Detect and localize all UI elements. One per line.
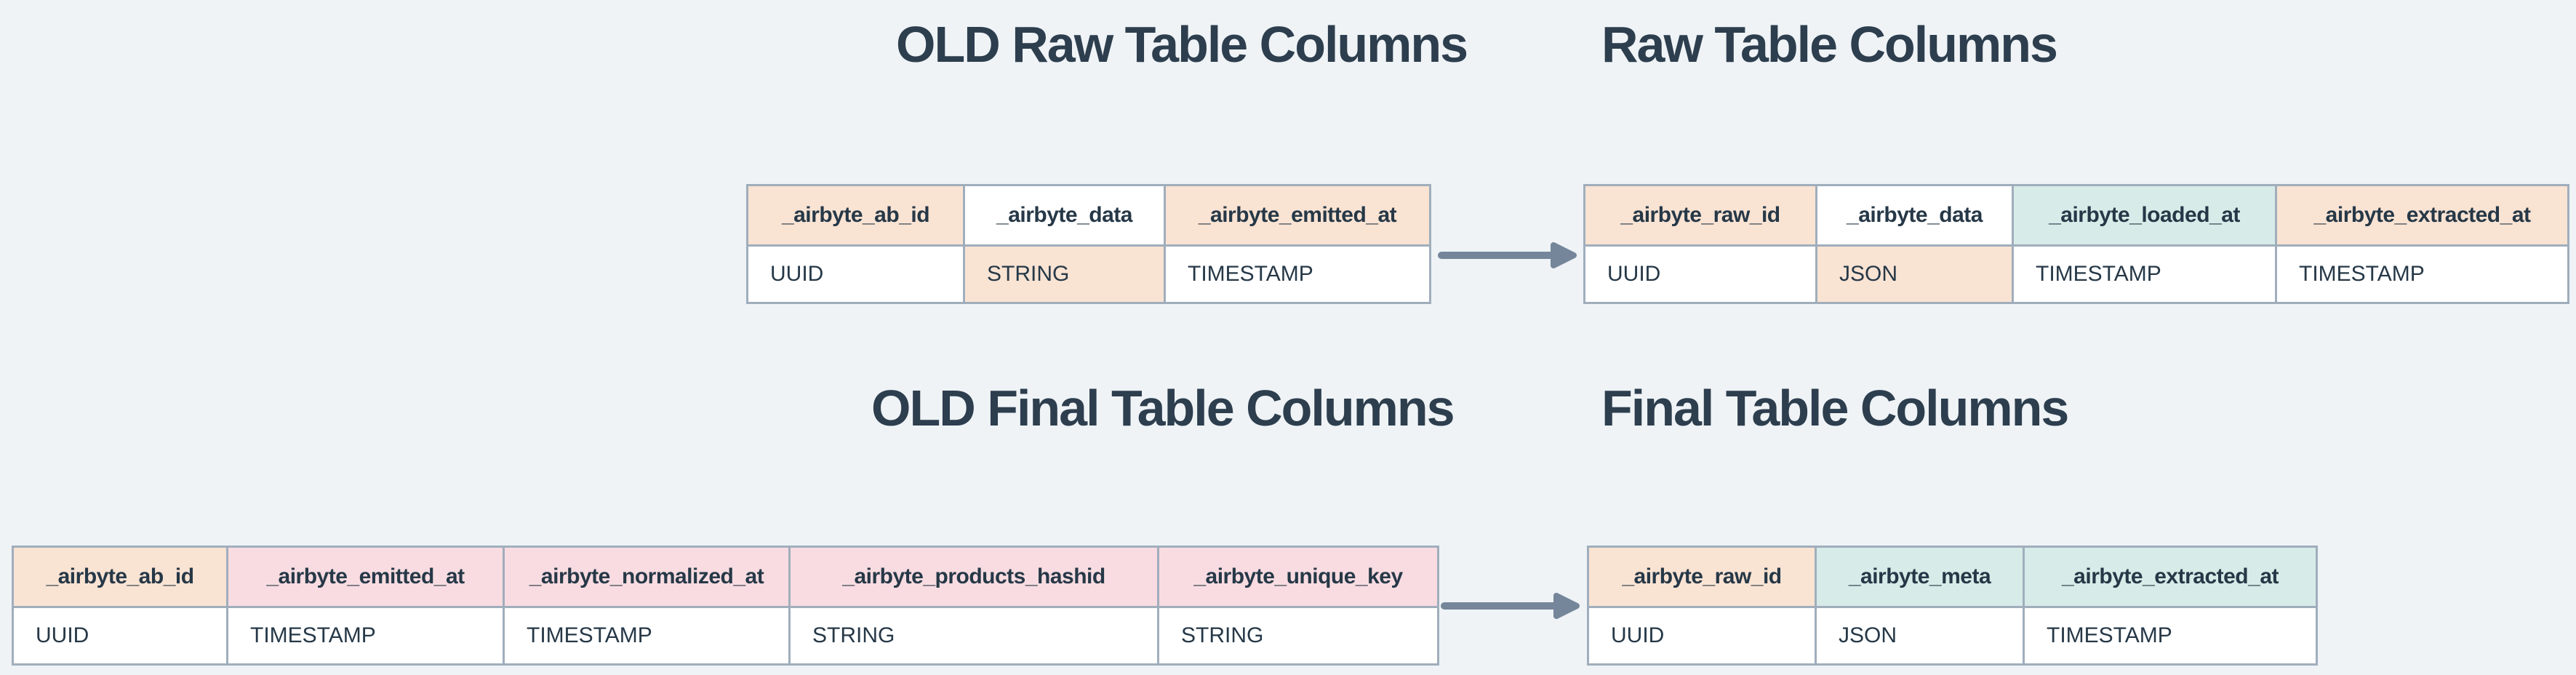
column-type: TIMESTAMP	[2012, 244, 2277, 304]
column-header: _airbyte_products_hashid	[788, 546, 1159, 608]
raw-header-row: _airbyte_raw_id _airbyte_data _airbyte_l…	[1583, 184, 2569, 247]
raw-table-heading: Raw Table Columns	[1601, 16, 2058, 73]
final-table-heading: Final Table Columns	[1601, 380, 2069, 436]
column-type: STRING	[1157, 606, 1439, 666]
column-type: UUID	[12, 606, 228, 666]
arrow-right-icon	[1438, 242, 1577, 268]
column-header: _airbyte_emitted_at	[1164, 184, 1431, 247]
column-header: _airbyte_data	[963, 184, 1166, 247]
old-final-type-row: UUID TIMESTAMP TIMESTAMP STRING STRING	[12, 606, 1439, 666]
old-final-table: _airbyte_ab_id _airbyte_emitted_at _airb…	[12, 546, 1439, 666]
column-header: _airbyte_emitted_at	[226, 546, 505, 608]
column-type: TIMESTAMP	[226, 606, 505, 666]
column-type: UUID	[1587, 606, 1817, 666]
raw-type-row: UUID JSON TIMESTAMP TIMESTAMP	[1583, 244, 2569, 304]
old-final-table-heading: OLD Final Table Columns	[871, 380, 1455, 436]
arrow-right-icon	[1441, 593, 1580, 619]
old-raw-header-row: _airbyte_ab_id _airbyte_data _airbyte_em…	[746, 184, 1431, 247]
old-raw-table-heading: OLD Raw Table Columns	[896, 16, 1468, 73]
raw-table: _airbyte_raw_id _airbyte_data _airbyte_l…	[1583, 184, 2569, 304]
column-header: _airbyte_data	[1815, 184, 2014, 247]
column-header: _airbyte_extracted_at	[2023, 546, 2318, 608]
column-header: _airbyte_meta	[1815, 546, 2025, 608]
column-header: _airbyte_ab_id	[746, 184, 965, 247]
column-header: _airbyte_unique_key	[1157, 546, 1439, 608]
column-header: _airbyte_normalized_at	[503, 546, 791, 608]
old-raw-type-row: UUID STRING TIMESTAMP	[746, 244, 1431, 304]
column-type: JSON	[1815, 606, 2025, 666]
final-type-row: UUID JSON TIMESTAMP	[1587, 606, 2318, 666]
column-type: TIMESTAMP	[503, 606, 791, 666]
column-header: _airbyte_raw_id	[1587, 546, 1817, 608]
column-header: _airbyte_extracted_at	[2275, 184, 2569, 247]
column-type: STRING	[963, 244, 1166, 304]
column-type: TIMESTAMP	[2023, 606, 2318, 666]
column-header: _airbyte_raw_id	[1583, 184, 1817, 247]
column-type: TIMESTAMP	[1164, 244, 1431, 304]
column-type: TIMESTAMP	[2275, 244, 2569, 304]
column-type: UUID	[746, 244, 965, 304]
old-raw-table: _airbyte_ab_id _airbyte_data _airbyte_em…	[746, 184, 1431, 304]
column-type: STRING	[788, 606, 1159, 666]
final-header-row: _airbyte_raw_id _airbyte_meta _airbyte_e…	[1587, 546, 2318, 608]
column-header: _airbyte_ab_id	[12, 546, 228, 608]
column-type: UUID	[1583, 244, 1817, 304]
final-table: _airbyte_raw_id _airbyte_meta _airbyte_e…	[1587, 546, 2318, 666]
old-final-header-row: _airbyte_ab_id _airbyte_emitted_at _airb…	[12, 546, 1439, 608]
column-type: JSON	[1815, 244, 2014, 304]
column-header: _airbyte_loaded_at	[2012, 184, 2277, 247]
